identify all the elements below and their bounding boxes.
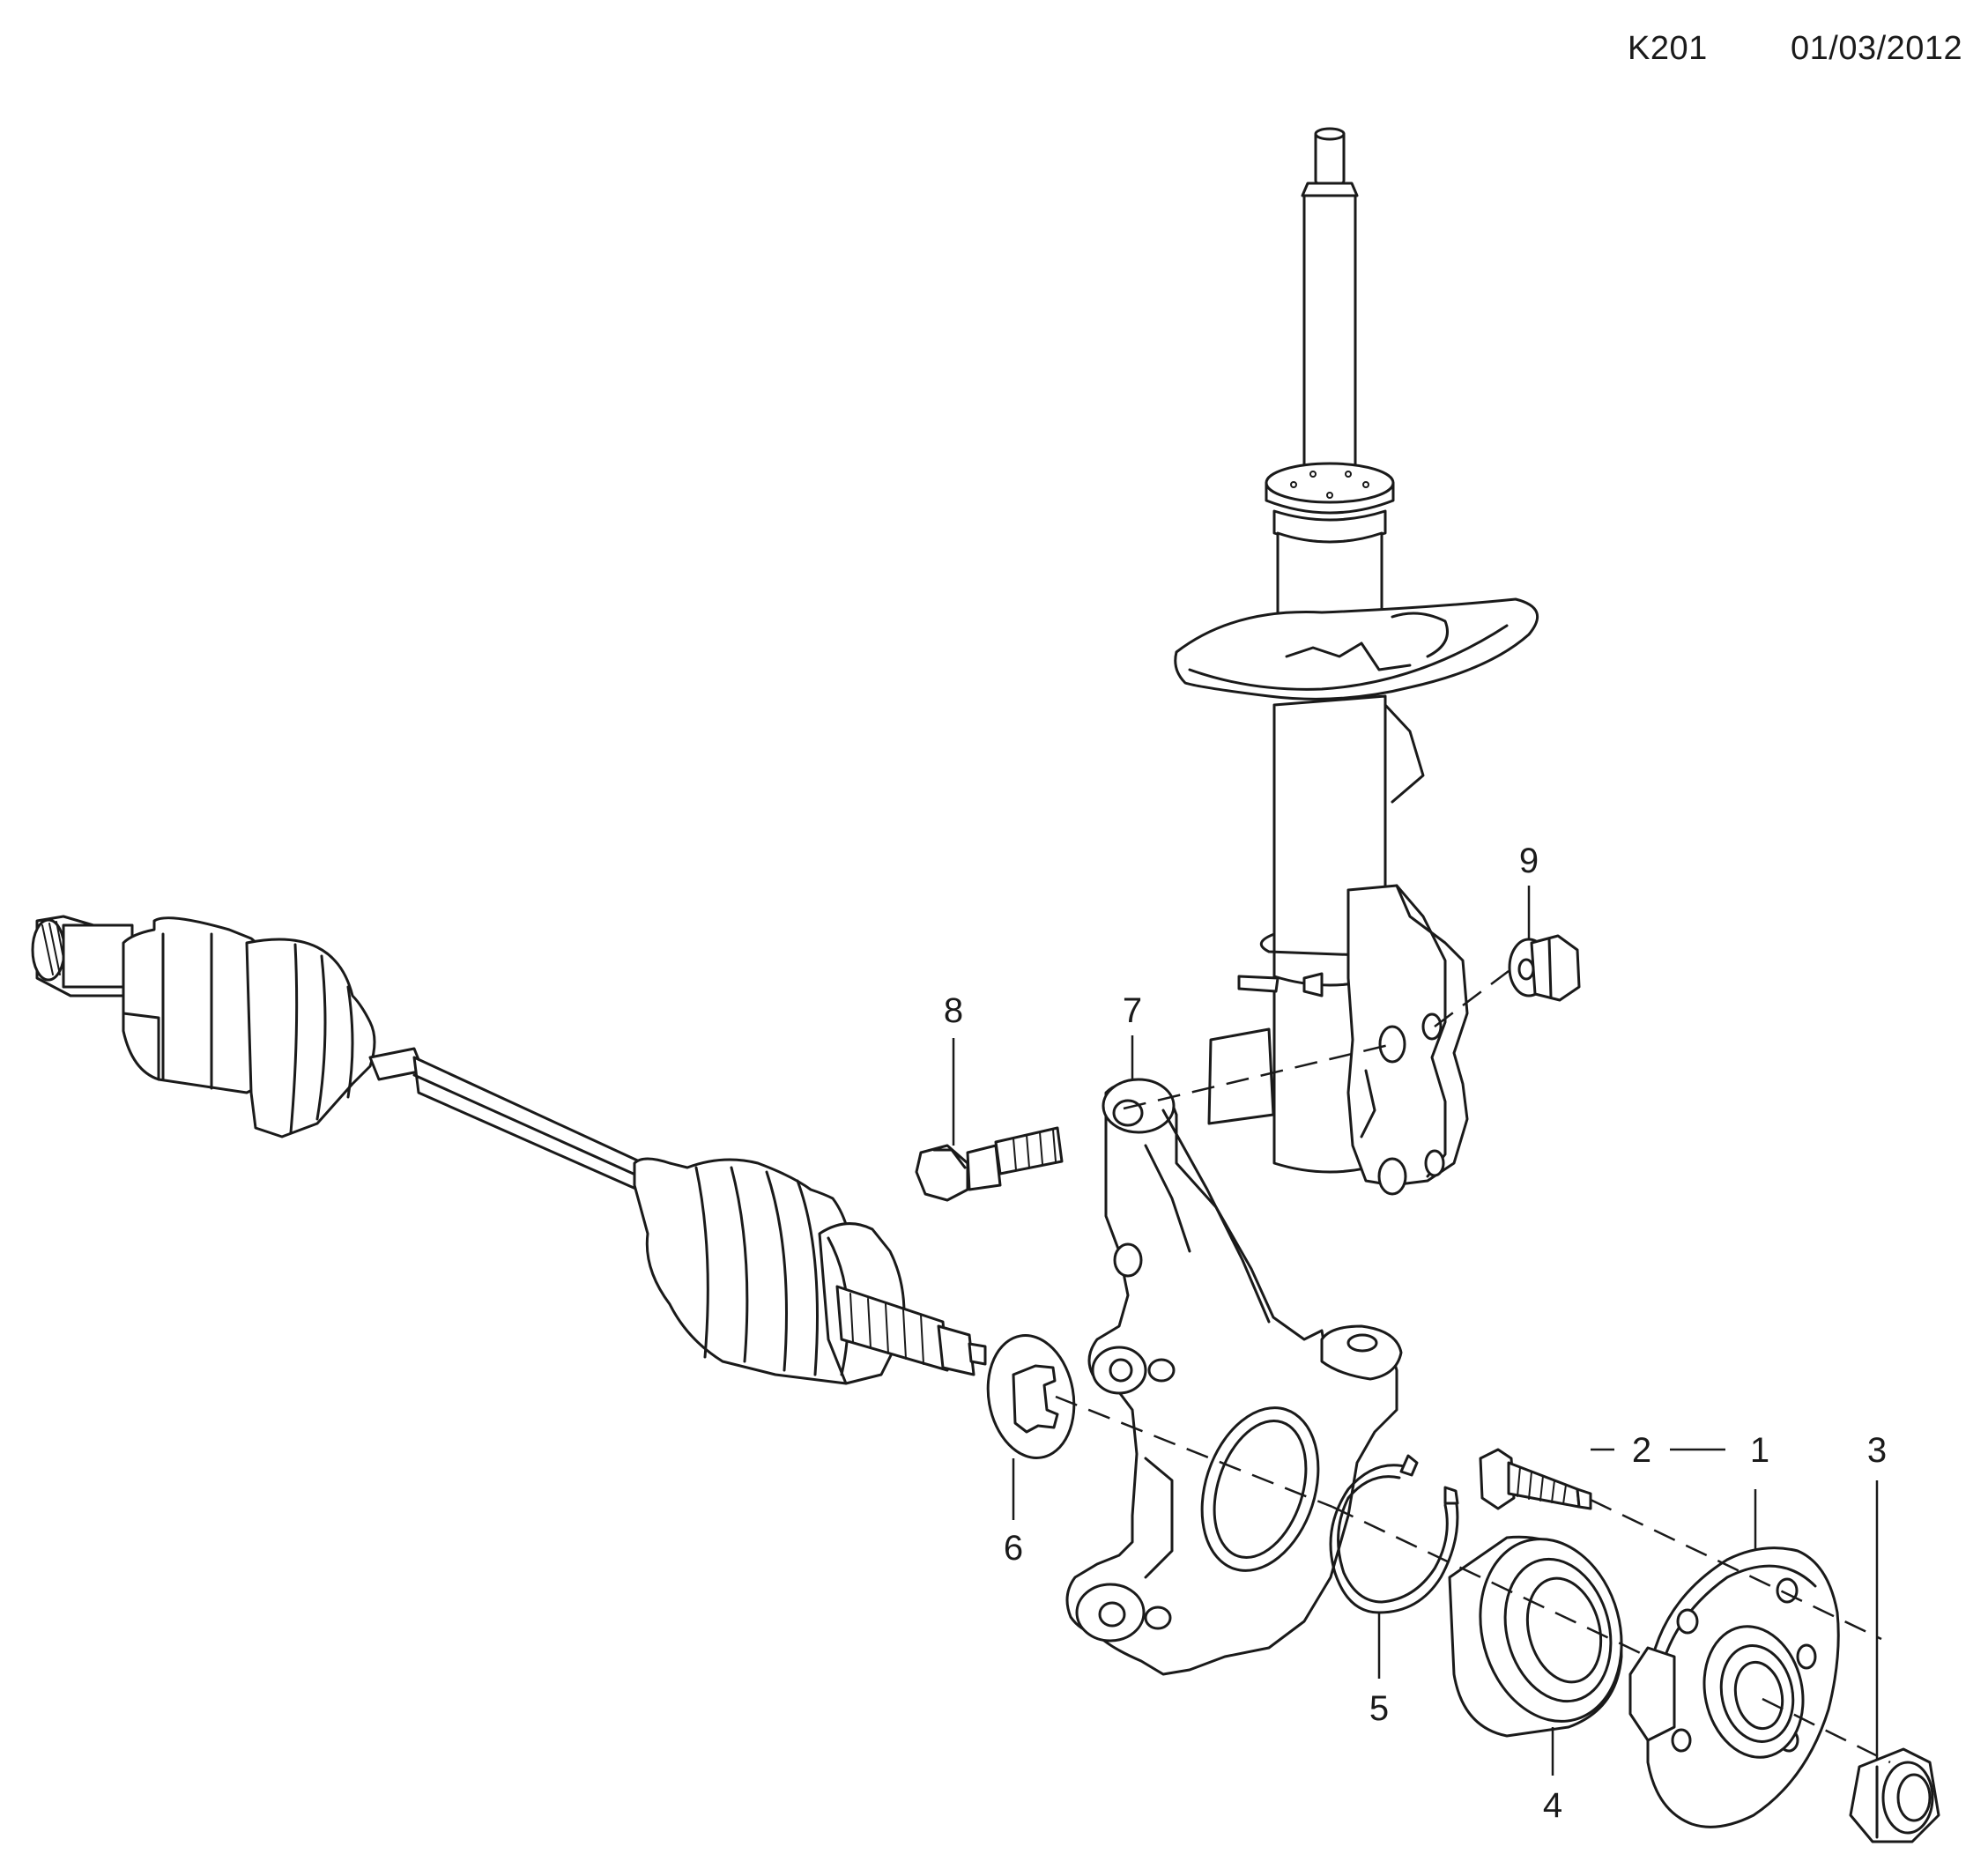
callout-4: 4 xyxy=(1543,1786,1562,1825)
drive-shaft xyxy=(31,915,987,1385)
callout-1: 1 xyxy=(1750,1431,1769,1470)
lock-washer xyxy=(986,1334,1076,1459)
callout-9: 9 xyxy=(1519,842,1539,880)
wheel-bearing xyxy=(1448,1535,1623,1738)
callout-2: 2 xyxy=(1632,1431,1651,1470)
hub-nut xyxy=(1849,1747,1940,1843)
leader-lines xyxy=(952,886,1879,1776)
callout-6: 6 xyxy=(1004,1529,1023,1568)
callout-8: 8 xyxy=(944,991,963,1030)
callout-7: 7 xyxy=(1123,991,1142,1030)
strut-bolt xyxy=(915,1126,1064,1202)
steering-knuckle xyxy=(1065,1078,1403,1676)
diagram-code: K201 xyxy=(1628,30,1708,67)
strut-nut xyxy=(1508,934,1581,1002)
strut-assembly xyxy=(1174,127,1539,1196)
wheel-hub xyxy=(1628,1546,1840,1828)
callout-3: 3 xyxy=(1867,1431,1887,1470)
diagram-date: 01/03/2012 xyxy=(1791,30,1963,67)
callout-5: 5 xyxy=(1369,1689,1389,1728)
callout-numbers: 1 2 3 4 5 6 7 8 9 xyxy=(944,842,1887,1825)
wheel-stud xyxy=(1479,1448,1592,1510)
circlip xyxy=(1329,1454,1459,1614)
assembly-axes xyxy=(1055,970,1891,1764)
